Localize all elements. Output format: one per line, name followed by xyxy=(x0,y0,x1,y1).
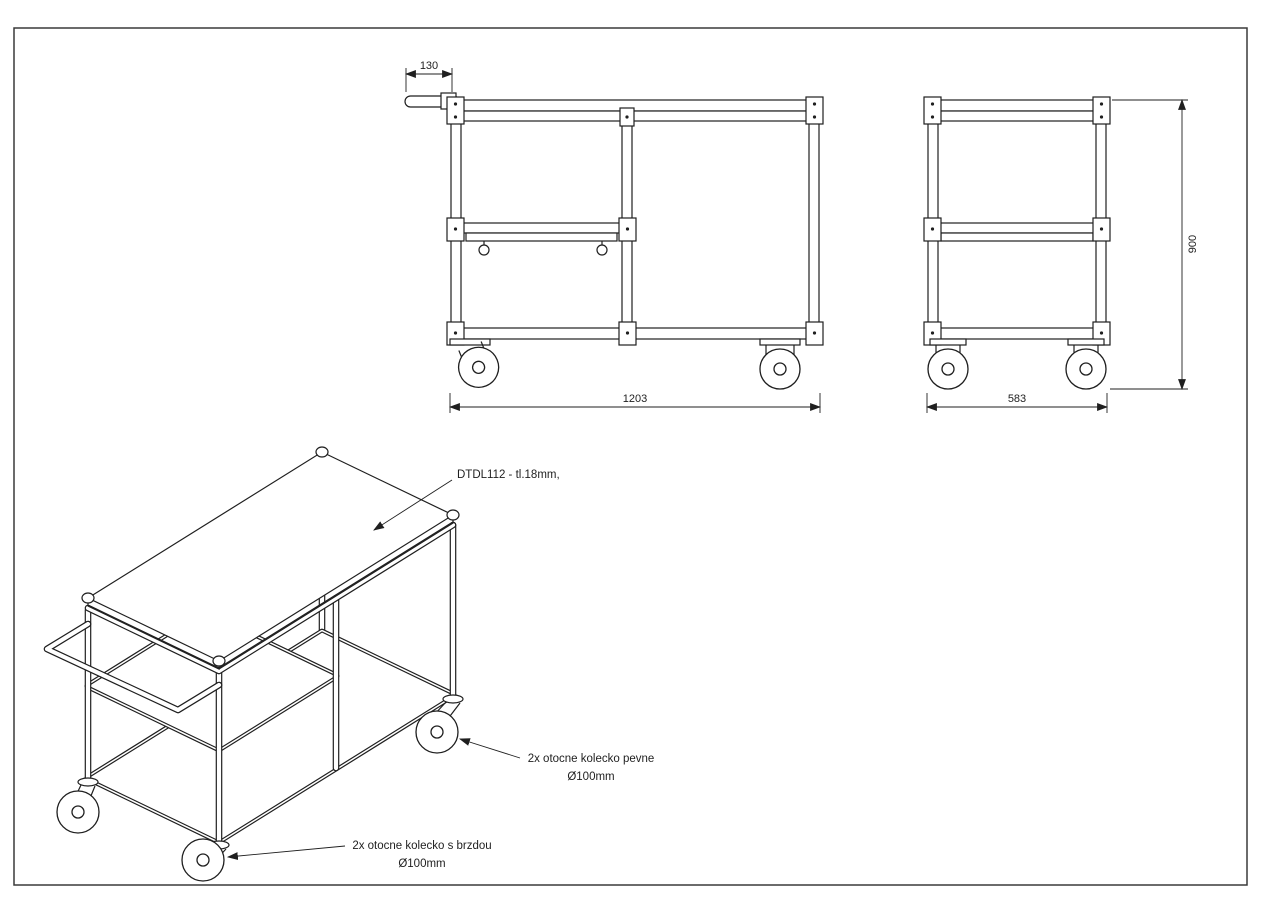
side-caster-left xyxy=(927,338,969,390)
fixed-casters-label: 2x otocne kolecko pevne xyxy=(528,753,655,765)
iso-caster-front-right xyxy=(415,694,464,754)
front-swivel-caster xyxy=(449,338,500,388)
fixed-casters-diameter: Ø100mm xyxy=(567,771,614,783)
iso-caster-front-left xyxy=(181,838,230,882)
hook xyxy=(596,244,608,256)
hook xyxy=(478,244,490,256)
annotation-shelf-material: DTDL112 - tl.18mm, xyxy=(373,469,560,531)
dimension-overall-height: 900 xyxy=(1110,98,1199,391)
dim-900-label: 900 xyxy=(1187,235,1199,253)
side-view xyxy=(923,96,1111,390)
brake-casters-diameter: Ø100mm xyxy=(398,858,445,870)
dim-1203-label: 1203 xyxy=(623,393,647,405)
annotation-brake-casters: 2x otocne kolecko s brzdou Ø100mm xyxy=(226,840,492,870)
dimension-overall-depth: 583 xyxy=(925,393,1109,413)
dimension-overall-length: 1203 xyxy=(448,393,822,413)
dim-583-label: 583 xyxy=(1008,393,1026,405)
dimension-handle-offset: 130 xyxy=(404,60,454,92)
shelf-material-label: DTDL112 - tl.18mm, xyxy=(457,469,560,481)
brake-casters-label: 2x otocne kolecko s brzdou xyxy=(352,840,491,852)
iso-caster-rear-left xyxy=(56,777,100,834)
isometric-view xyxy=(43,446,464,882)
sheet-border xyxy=(13,27,1248,886)
annotation-fixed-casters: 2x otocne kolecko pevne Ø100mm xyxy=(458,738,655,783)
front-fixed-caster xyxy=(759,338,801,390)
dim-130-label: 130 xyxy=(420,60,438,72)
side-caster-right xyxy=(1065,338,1107,390)
front-view xyxy=(404,92,824,390)
